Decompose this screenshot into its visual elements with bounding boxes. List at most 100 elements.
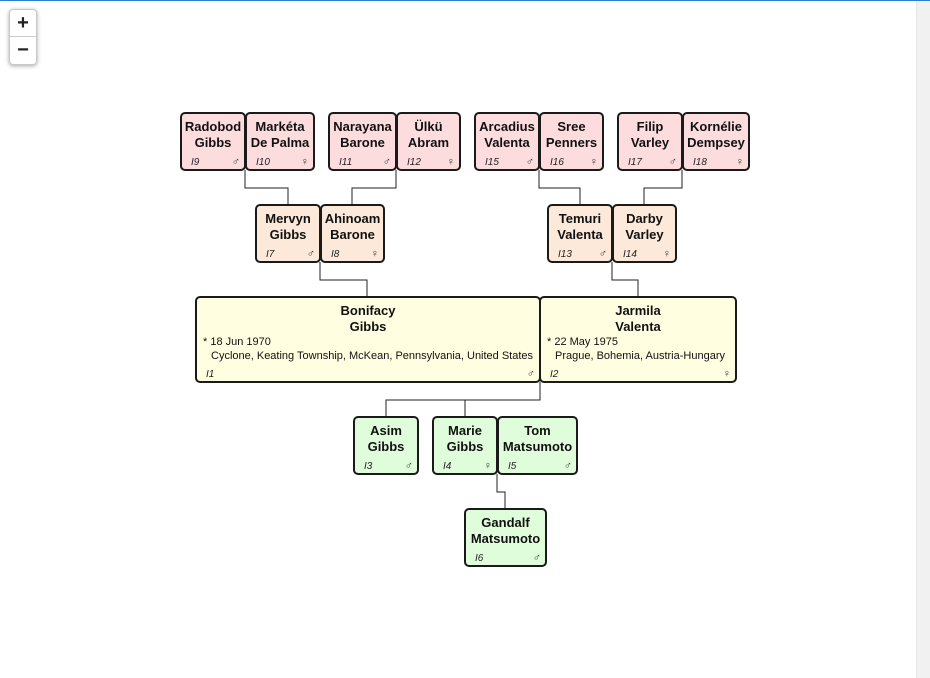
- birth-place: Prague, Bohemia, Austria-Hungary: [555, 350, 725, 362]
- last-name: Gibbs: [269, 227, 307, 242]
- male-icon: ♂: [598, 248, 607, 260]
- birth-date: * 18 Jun 1970: [203, 336, 271, 348]
- last-name: Barone: [340, 135, 385, 150]
- male-icon: ♂: [404, 460, 413, 472]
- first-name: Marie: [448, 423, 482, 438]
- top-border: [0, 0, 930, 1]
- person-id: I1: [206, 369, 215, 380]
- first-name: Asim: [370, 423, 402, 438]
- female-icon: ♀: [300, 156, 309, 168]
- first-name: Markéta: [255, 119, 305, 134]
- last-name: Gibbs: [349, 319, 387, 334]
- last-name: Varley: [625, 227, 664, 242]
- last-name: Dempsey: [687, 135, 745, 150]
- person-id: I12: [407, 157, 421, 168]
- last-name: Matsumoto: [470, 531, 541, 546]
- person-id: I4: [443, 461, 452, 472]
- connector-line: [611, 262, 639, 296]
- male-icon: ♂: [526, 368, 535, 380]
- person-id: I5: [508, 461, 517, 472]
- last-name: Valenta: [557, 227, 603, 242]
- female-icon: ♀: [589, 156, 598, 168]
- first-name: Filip: [636, 119, 664, 134]
- zoom-out-button[interactable]: −: [17, 39, 29, 61]
- birth-date: * 22 May 1975: [547, 336, 618, 348]
- first-name: Ahinoam: [324, 211, 381, 226]
- female-icon: ♀: [662, 248, 671, 260]
- person-id: I14: [623, 249, 637, 260]
- first-name: Mervyn: [265, 211, 311, 226]
- last-name: Gibbs: [367, 439, 405, 454]
- person-id: I11: [339, 157, 353, 168]
- person-id: I7: [266, 249, 275, 260]
- zoom-in-button[interactable]: +: [10, 10, 36, 37]
- male-icon: ♂: [231, 156, 240, 168]
- last-name: Gibbs: [446, 439, 484, 454]
- last-name: Valenta: [615, 319, 661, 334]
- person-id: I17: [628, 157, 642, 168]
- connector-line: [538, 170, 581, 204]
- female-icon: ♀: [370, 248, 379, 260]
- first-name: Bonifacy: [340, 303, 396, 318]
- female-icon: ♀: [722, 368, 731, 380]
- last-name: Matsumoto: [502, 439, 573, 454]
- first-name: Tom: [524, 423, 551, 438]
- person-id: I6: [475, 553, 484, 564]
- birth-place: Cyclone, Keating Township, McKean, Penns…: [211, 350, 534, 362]
- male-icon: ♂: [668, 156, 677, 168]
- last-name: Gibbs: [194, 135, 232, 150]
- vertical-scrollbar[interactable]: [916, 1, 930, 678]
- connector-line: [319, 262, 368, 296]
- connector-line: [244, 170, 289, 204]
- last-name: Barone: [330, 227, 375, 242]
- person-id: I2: [550, 369, 559, 380]
- connector-line: [351, 170, 397, 204]
- first-name: Jarmila: [615, 303, 661, 318]
- first-name: Temuri: [558, 211, 602, 226]
- person-id: I16: [550, 157, 564, 168]
- male-icon: ♂: [525, 156, 534, 168]
- zoom-control: + −: [9, 9, 37, 65]
- person-id: I10: [256, 157, 270, 168]
- female-icon: ♀: [735, 156, 744, 168]
- last-name: Valenta: [484, 135, 530, 150]
- female-icon: ♀: [483, 460, 492, 472]
- first-name: Ülkü: [414, 119, 443, 134]
- person-id: I15: [485, 157, 499, 168]
